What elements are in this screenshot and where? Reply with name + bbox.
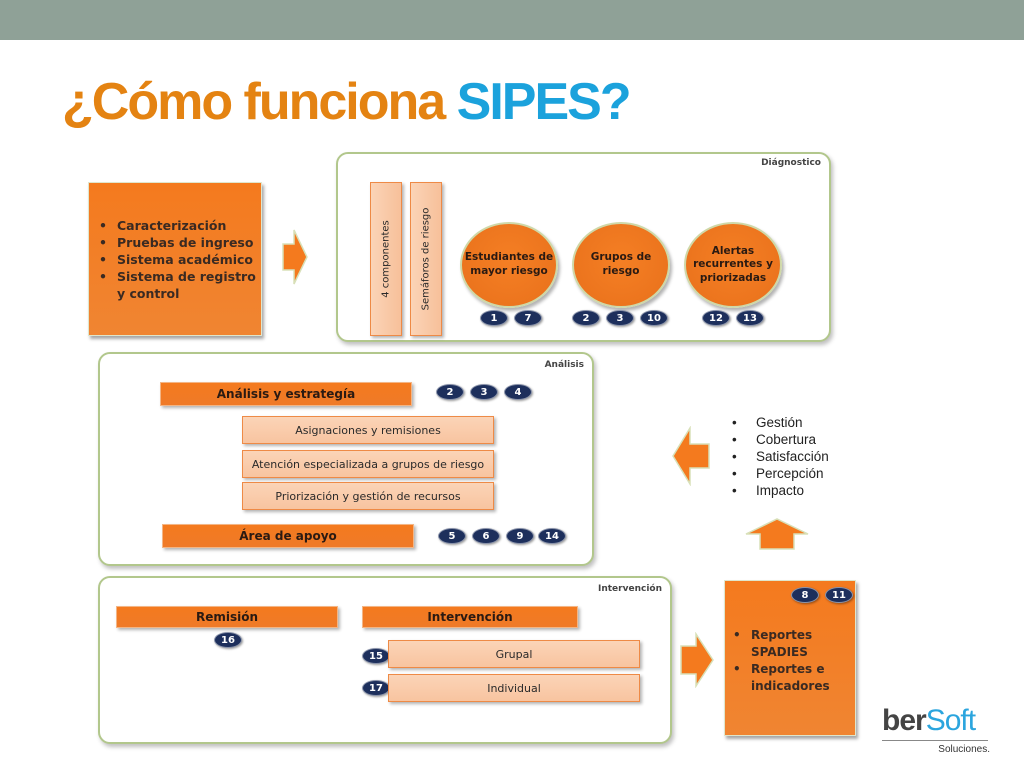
- title-main: ¿Cómo funciona: [62, 73, 457, 131]
- intervencion-panel: Intervención Remisión 16 Intervención 15…: [98, 576, 672, 744]
- metric-item: Satisfacción: [728, 448, 829, 465]
- circle-line: Estudiantes de: [464, 251, 554, 264]
- support-bar: Área de apoyo: [162, 524, 414, 548]
- circle-estudiantes-text: Estudiantes de mayor riesgo: [465, 251, 553, 278]
- circle-line: Alertas: [711, 244, 755, 257]
- arrow-left-icon: [672, 426, 710, 486]
- metric-item: Cobertura: [728, 431, 829, 448]
- logo-wordmark: berSoft: [882, 704, 976, 738]
- metric-item: Impacto: [728, 482, 829, 499]
- input-item: Pruebas de ingreso: [95, 234, 261, 251]
- intervencion-label: Intervención: [598, 584, 662, 594]
- circle-line: recurrentes y: [693, 258, 773, 271]
- badge: 6: [472, 528, 500, 544]
- badge: 13: [736, 310, 764, 326]
- metric-item: Gestión: [728, 414, 829, 431]
- circle-line: Grupos de: [590, 251, 652, 264]
- input-item: Caracterización: [95, 217, 261, 234]
- badge: 5: [438, 528, 466, 544]
- logo-soft: Soft: [925, 704, 976, 737]
- inputs-list: Caracterización Pruebas de ingreso Siste…: [95, 217, 261, 302]
- vbar-semaforos-label: Semáforos de riesgo: [420, 207, 432, 311]
- vbar-componentes: 4 componentes: [370, 182, 402, 336]
- badge: 10: [640, 310, 668, 326]
- input-item: Sistema de registro y control: [95, 268, 261, 302]
- circle-grupos: Grupos de riesgo: [572, 222, 670, 308]
- arrow-right-icon: [680, 632, 714, 688]
- badge: 3: [470, 384, 498, 400]
- diagnostico-label: Diágnostico: [761, 158, 821, 168]
- badge: 4: [504, 384, 532, 400]
- badge: 1: [480, 310, 508, 326]
- badge: 16: [214, 632, 242, 648]
- asignaciones-bar: Asignaciones y remisiones: [242, 416, 494, 444]
- badge: 15: [362, 648, 390, 664]
- bersoft-logo: berSoft Soluciones.: [882, 704, 994, 758]
- logo-rule: [882, 740, 988, 741]
- intervencion-bar: Intervención: [362, 606, 578, 628]
- grupal-bar: Grupal: [388, 640, 640, 668]
- priorizacion-bar: Priorización y gestión de recursos: [242, 482, 494, 510]
- top-bar: [0, 0, 1024, 40]
- analisis-label: Análisis: [544, 360, 584, 370]
- circle-line: mayor riesgo: [470, 265, 548, 277]
- logo-subtitle: Soluciones.: [938, 744, 990, 755]
- title-accent: SIPES?: [456, 73, 632, 131]
- reporte-item: Reportes SPADIES: [729, 627, 853, 661]
- badge: 11: [825, 587, 853, 603]
- metrics-list: Gestión Cobertura Satisfacción Percepció…: [728, 414, 829, 499]
- circle-line: riesgo: [602, 265, 640, 277]
- badge: 3: [606, 310, 634, 326]
- badge: 12: [702, 310, 730, 326]
- reporte-item: Reportes e indicadores: [729, 661, 853, 695]
- badge: 8: [791, 587, 819, 603]
- circle-alertas-text: Alertas recurrentes y priorizadas: [693, 245, 773, 286]
- metric-item: Percepción: [728, 465, 829, 482]
- remision-bar: Remisión: [116, 606, 338, 628]
- inputs-box: Caracterización Pruebas de ingreso Siste…: [88, 182, 262, 336]
- badge: 14: [538, 528, 566, 544]
- vbar-semaforos: Semáforos de riesgo: [410, 182, 442, 336]
- circle-estudiantes: Estudiantes de mayor riesgo: [460, 222, 558, 308]
- logo-ber: ber: [882, 704, 927, 737]
- individual-bar: Individual: [388, 674, 640, 702]
- strategy-bar: Análisis y estrategía: [160, 382, 412, 406]
- badge: 7: [514, 310, 542, 326]
- badge: 9: [506, 528, 534, 544]
- reportes-box: 8 11 Reportes SPADIES Reportes e indicad…: [724, 580, 856, 736]
- arrow-up-icon: [745, 518, 809, 550]
- badge: 17: [362, 680, 390, 696]
- input-item: Sistema académico: [95, 251, 261, 268]
- badge: 2: [436, 384, 464, 400]
- reportes-list: Reportes SPADIES Reportes e indicadores: [729, 627, 853, 695]
- page-title: ¿Cómo funciona SIPES?: [62, 72, 632, 132]
- analisis-panel: Análisis Análisis y estrategía 2 3 4 Asi…: [98, 352, 594, 566]
- circle-grupos-text: Grupos de riesgo: [591, 251, 652, 278]
- circle-line: priorizadas: [699, 271, 767, 284]
- vbar-componentes-label: 4 componentes: [380, 220, 392, 298]
- badge: 2: [572, 310, 600, 326]
- arrow-right-icon: [282, 229, 308, 285]
- atencion-bar: Atención especializada a grupos de riesg…: [242, 450, 494, 478]
- diagnostico-panel: Diágnostico 4 componentes Semáforos de r…: [336, 152, 831, 342]
- circle-alertas: Alertas recurrentes y priorizadas: [684, 222, 782, 308]
